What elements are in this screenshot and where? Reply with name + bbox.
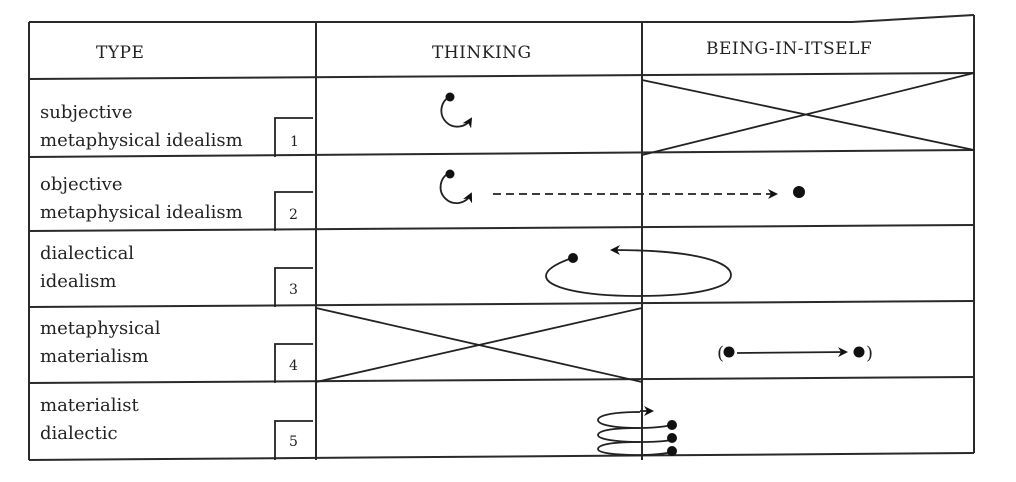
row-5-number-box [274,420,313,460]
row-5-line1: materialist [40,395,140,416]
row-1-number-box [274,117,313,157]
row-1-line2: metaphysical idealism [40,130,243,151]
row-5-number: 5 [289,434,298,450]
row-4-being-dot-arrow-dot-icon: ( ) [717,343,873,364]
row-separator-1 [28,149,975,158]
row-4-number-box [274,343,313,383]
row-3-label: dialectical idealism 3 [40,243,313,307]
row-4-line1: metaphysical [40,318,161,339]
row-separator-2 [28,224,975,232]
header-thinking: THINKING [432,43,532,63]
row-separator-4 [28,376,975,384]
row-4-line2: materialism [40,346,149,367]
row-3-number-box [274,267,313,307]
row-2-line1: objective [40,174,123,195]
row-1-line1: subjective [40,102,132,123]
row-4-number: 4 [289,358,298,374]
row-1-label: subjective metaphysical idealism 1 [40,102,313,157]
header-separator [28,72,975,80]
row-separator-3 [28,300,975,308]
row-2-number-box [274,191,313,231]
row-5-line2: dialectic [40,423,118,444]
top-border-right [851,14,975,23]
row-2-being-dot-icon [793,186,805,198]
row-4-label: metaphysical materialism 4 [40,318,313,383]
row-5-label: materialist dialectic 5 [40,395,313,460]
header-type: TYPE [96,43,144,63]
row-3-number: 3 [289,282,298,298]
row-1-being-crossed-out-icon [641,72,975,156]
row-1-thinking-circle-arrow-icon [440,92,473,129]
row-5-spiral-coil-icon [597,406,677,456]
row-2-line2: metaphysical idealism [40,202,243,223]
row-3-line1: dialectical [40,243,134,264]
row-3-dialectical-loop-icon [545,245,732,297]
row-2-thinking-circle-arrow-icon [439,169,473,204]
header-being-in-itself: BEING-IN-ITSELF [706,39,872,59]
table-grid [28,14,975,461]
row-3-line2: idealism [40,271,116,292]
row-2-number: 2 [289,207,298,223]
row-4-thinking-crossed-out-icon [315,307,643,383]
bottom-border [28,452,975,461]
row-4-open-paren: ( [717,343,724,364]
row-2-label: objective metaphysical idealism 2 [40,174,313,231]
row-1-number: 1 [290,134,299,150]
row-4-close-paren: ) [866,343,873,364]
